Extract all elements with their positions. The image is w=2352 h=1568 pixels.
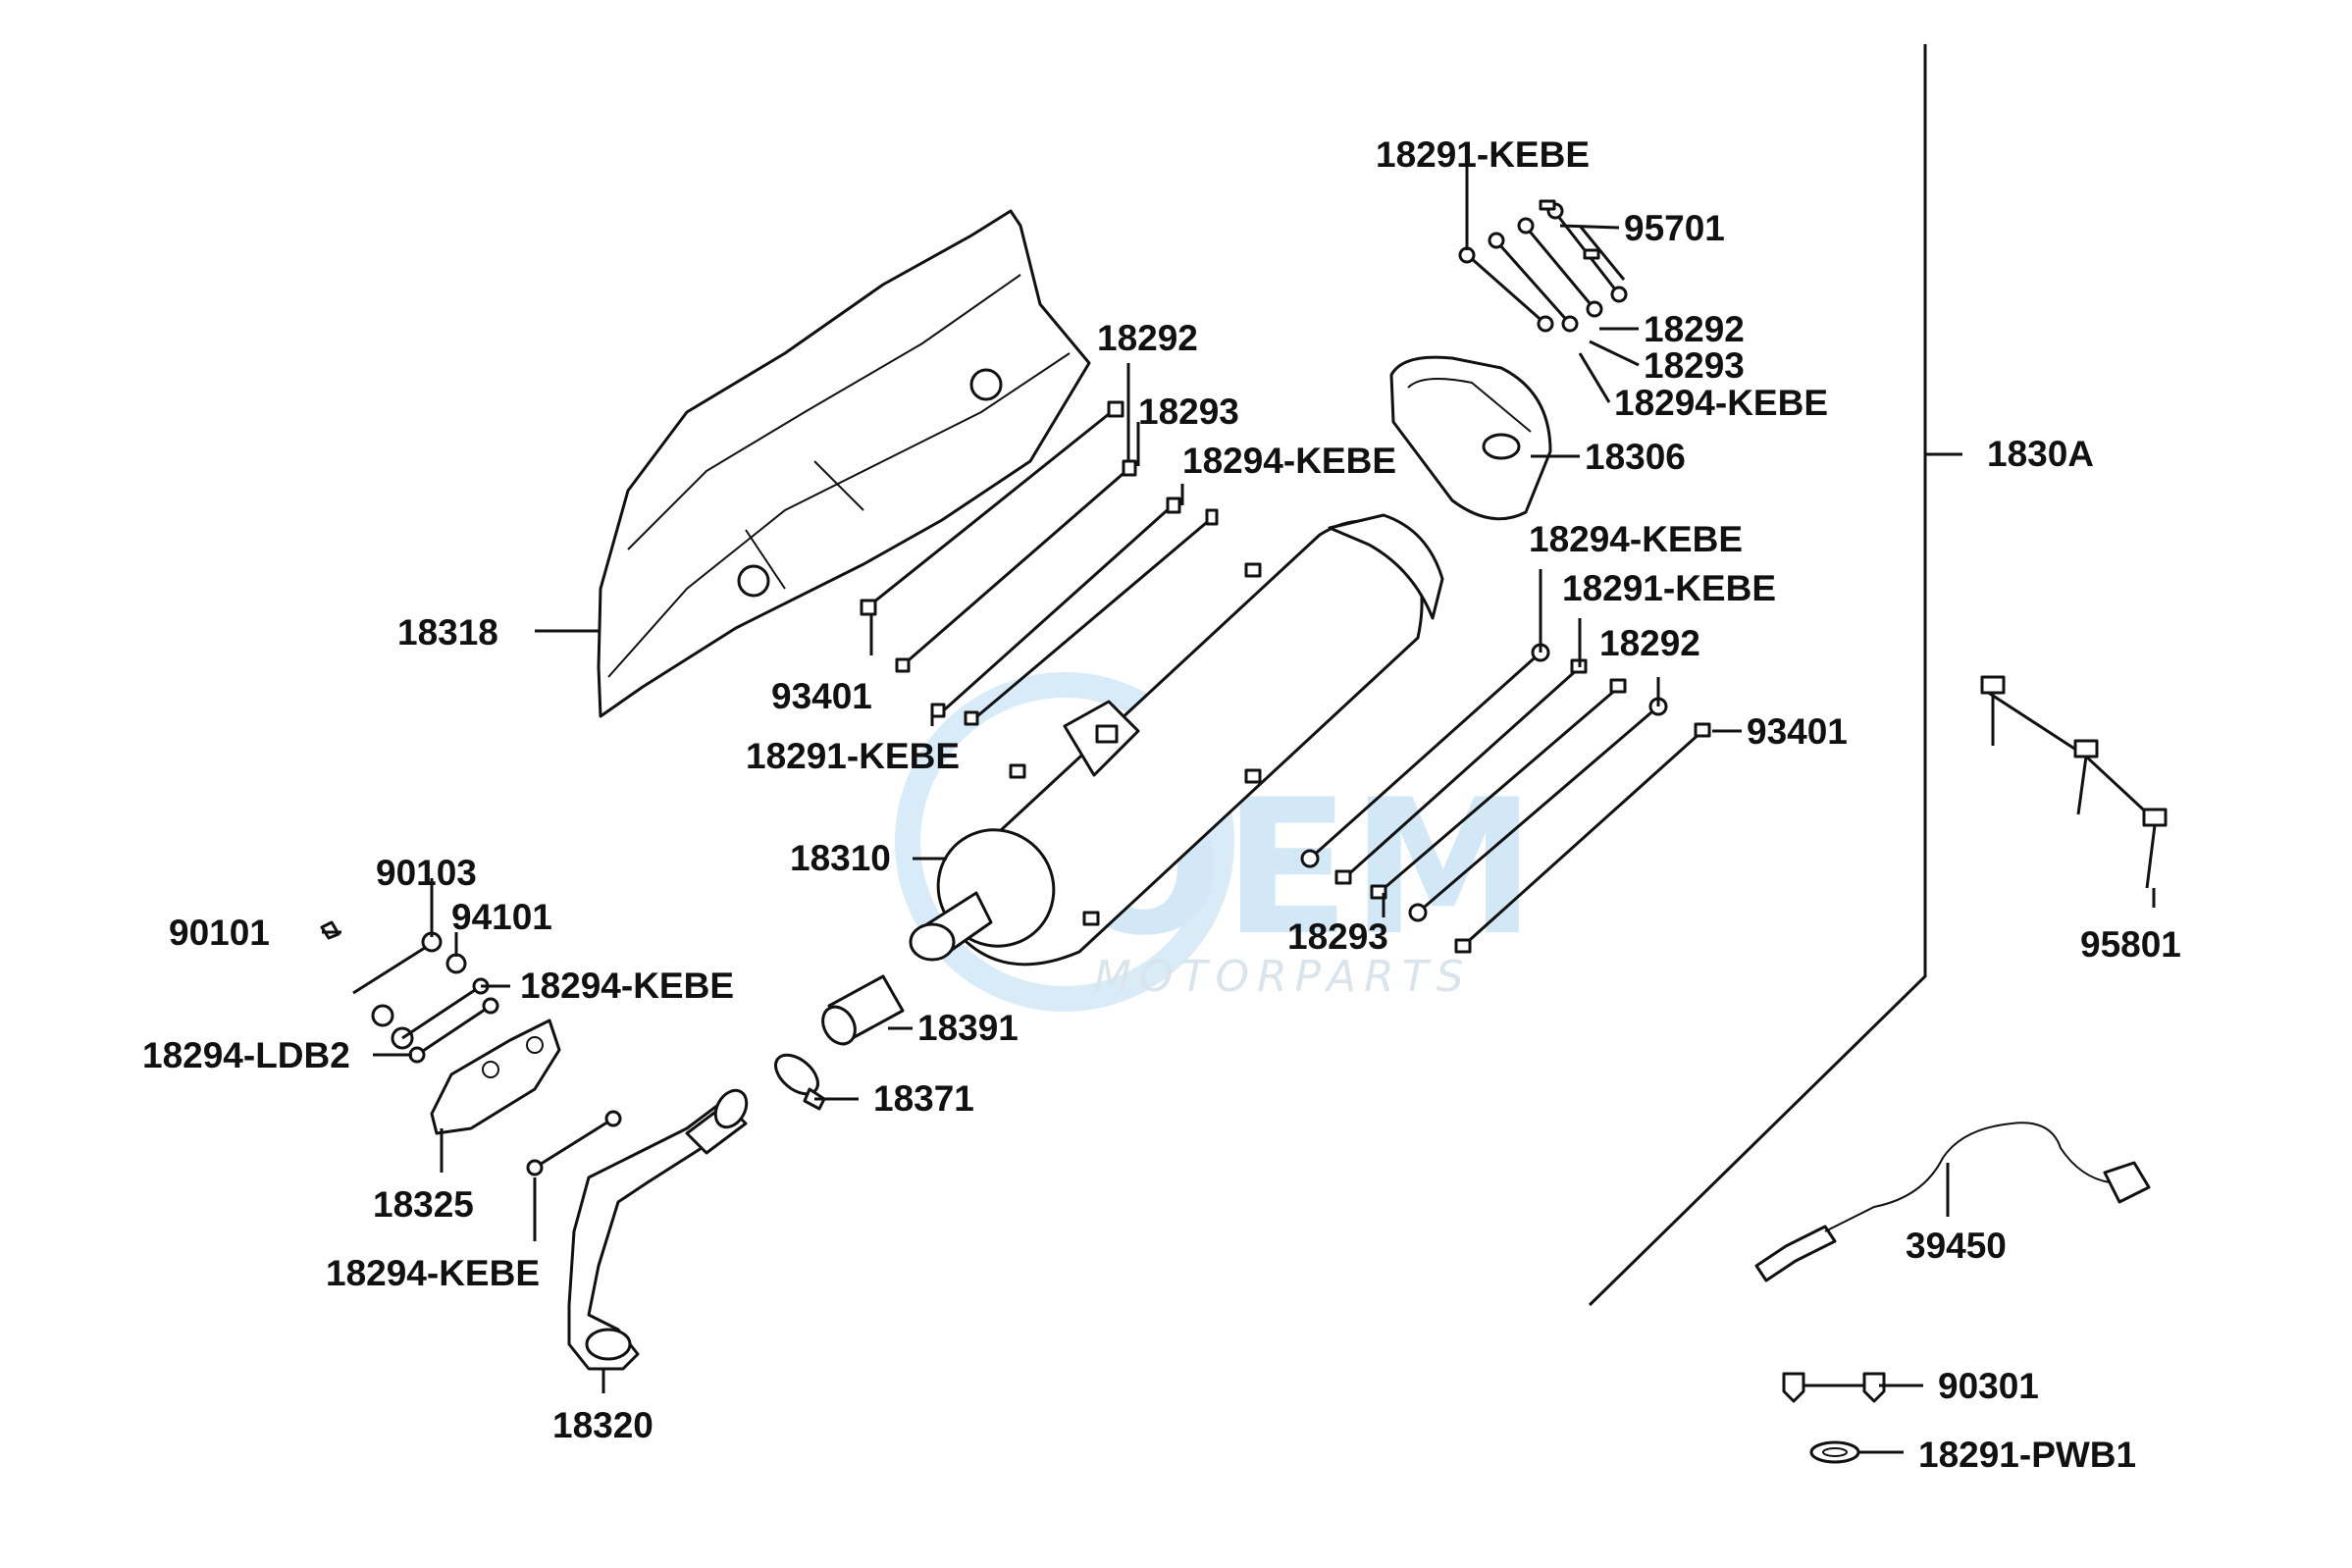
- label-1830A: 1830A: [1987, 434, 2094, 474]
- label-18320: 18320: [552, 1405, 653, 1445]
- label-18318: 18318: [397, 612, 498, 653]
- label-93401-a: 93401: [771, 676, 872, 716]
- label-95801: 95801: [2080, 924, 2181, 965]
- label-95701: 95701: [1624, 208, 1725, 248]
- end-cap-screws: [1458, 199, 1628, 333]
- watermark-globe-icon: [895, 672, 1234, 1012]
- gasket-and-clamp: [774, 974, 905, 1111]
- label-90101: 90101: [169, 913, 270, 953]
- part-labels: 18318 18292 18293 18294-KEBE 93401 18291…: [142, 134, 2181, 1475]
- group-bracket: [1588, 44, 1962, 1307]
- sensor-fasteners: [1782, 1372, 1886, 1464]
- leader-lines: [322, 167, 2156, 1454]
- mounting-bolts: [1980, 675, 2168, 889]
- label-18294-kebe-r: 18294-KEBE: [1529, 519, 1743, 559]
- label-18293-top: 18293: [1644, 345, 1745, 386]
- label-18391: 18391: [917, 1008, 1019, 1048]
- label-18291-kebe-r: 18291-KEBE: [1562, 568, 1776, 608]
- label-18294-ldb2: 18294-LDB2: [142, 1035, 350, 1075]
- label-94101: 94101: [451, 897, 552, 937]
- exhaust-pipe: [526, 1088, 749, 1371]
- label-90301: 90301: [1938, 1366, 2039, 1406]
- oxygen-sensor: [1754, 1122, 2151, 1282]
- label-18292-r: 18292: [1599, 623, 1700, 663]
- label-18325: 18325: [373, 1184, 474, 1225]
- watermark-tagline: MOTORPARTS: [1094, 952, 1472, 1002]
- label-18306: 18306: [1585, 437, 1686, 477]
- muffler-end-cap: [1389, 355, 1552, 521]
- label-18310: 18310: [790, 838, 891, 878]
- muffler-body: [909, 513, 1444, 967]
- screw-set-a: [860, 400, 1219, 726]
- label-18291-kebe-a: 18291-KEBE: [746, 736, 960, 776]
- label-18291-pwb1: 18291-PWB1: [1918, 1435, 2136, 1475]
- label-18292-top: 18292: [1644, 309, 1745, 349]
- label-18293-a: 18293: [1138, 392, 1239, 432]
- label-39450: 39450: [1906, 1226, 2007, 1266]
- label-93401-r: 93401: [1747, 711, 1848, 752]
- label-90103: 90103: [376, 853, 477, 893]
- label-18294-kebe-l: 18294-KEBE: [520, 966, 734, 1006]
- exhaust-heat-guard: [430, 1019, 561, 1135]
- label-18292-a: 18292: [1097, 318, 1198, 358]
- label-18294-kebe-b: 18294-KEBE: [326, 1253, 540, 1293]
- screw-set-b: [1300, 643, 1711, 954]
- label-18291-kebe-top: 18291-KEBE: [1376, 134, 1590, 175]
- heat-shield-cover: [597, 209, 1091, 718]
- label-18371: 18371: [873, 1078, 974, 1119]
- label-18294-kebe-a: 18294-KEBE: [1182, 441, 1396, 481]
- label-18294-kebe-top: 18294-KEBE: [1614, 383, 1828, 423]
- label-18293-r: 18293: [1287, 916, 1388, 957]
